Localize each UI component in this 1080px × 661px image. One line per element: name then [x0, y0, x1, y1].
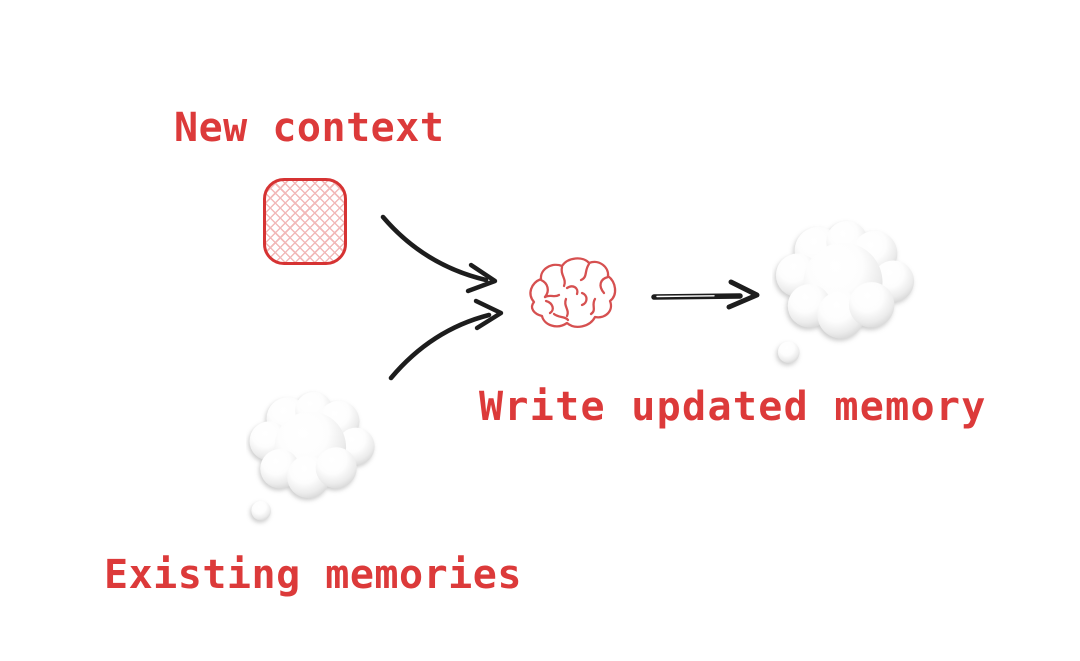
crosshatch-rounded-square-icon	[263, 178, 347, 265]
thought-bubble-dot	[251, 500, 272, 521]
thought-cloud-icon	[246, 388, 380, 527]
thought-bubble-dot	[777, 341, 800, 364]
brain-scribble-icon	[521, 252, 621, 338]
curved-arrow-right-up-icon	[388, 298, 504, 381]
straight-arrow-right-icon	[651, 279, 760, 310]
write-updated-memory-label: Write updated memory	[479, 384, 987, 430]
new-context-label: New context	[174, 105, 445, 151]
thought-cloud-icon	[772, 217, 920, 370]
curved-arrow-right-down-icon	[380, 214, 498, 294]
existing-memories-label: Existing memories	[104, 552, 522, 598]
brain-outline	[529, 257, 617, 328]
